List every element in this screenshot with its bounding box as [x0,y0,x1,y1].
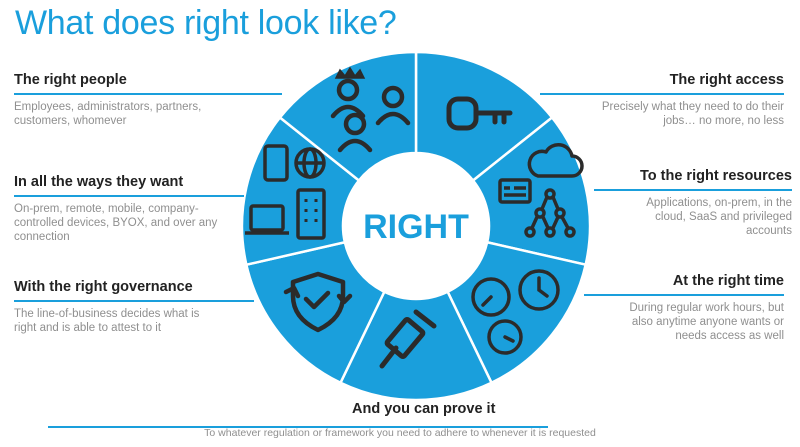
section-heading: With the right governance [14,279,193,295]
section-right-time: At the right time During regular work ho… [584,272,784,343]
page-title: What does right look like? [15,4,397,42]
key-icon [446,96,513,131]
section-description: The line-of-business decides what is rig… [14,308,200,334]
section-heading: To the right resources [639,168,792,184]
section-description: Applications, on-prem, in the cloud, Saa… [646,197,792,237]
gavel-icon [379,309,437,369]
cloud-resources-icon [498,143,584,238]
section-description: On-prem, remote, mobile, company-control… [14,203,218,243]
section-description: Employees, administrators, partners, cus… [14,101,202,127]
section-heading: The right access [669,72,784,88]
governance-shield-icon [283,271,353,333]
clock-icon [471,269,560,355]
section-description: During regular work hours, but also anyt… [629,302,784,342]
section-heading: At the right time [672,273,784,289]
section-divider [14,195,244,197]
section-right-governance: With the right governance The line-of-bu… [14,278,254,335]
section-divider [48,426,548,428]
section-divider [584,294,784,296]
section-heading: And you can prove it [352,401,496,417]
section-divider [594,189,792,191]
section-description: Precisely what they need to do their job… [601,101,784,127]
people-icon [330,66,411,153]
section-right-resources: To the right resources Applications, on-… [594,167,792,238]
section-divider [540,93,784,95]
devices-icon [245,144,326,240]
section-heading: The right people [14,72,127,88]
section-right-people: The right people Employees, administrato… [14,71,282,128]
section-heading: In all the ways they want [14,174,184,190]
section-divider [14,300,254,302]
section-description: To whatever regulation or framework you … [204,427,596,439]
section-right-access: The right access Precisely what they nee… [540,71,784,128]
wheel-center [343,153,489,299]
section-all-the-ways: In all the ways they want On-prem, remot… [14,173,244,244]
section-divider [14,93,282,95]
center-label: RIGHT [363,208,469,246]
